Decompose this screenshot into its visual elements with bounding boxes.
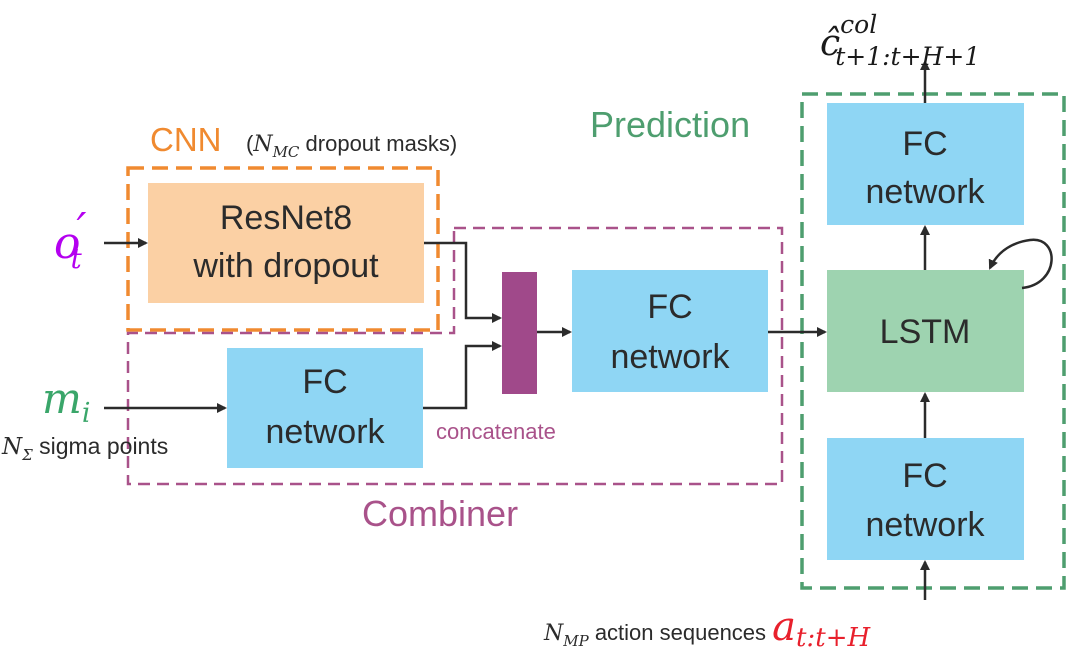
action-input-label: NMP action sequences at:t+H [543, 604, 871, 652]
cnn-title: CNN [150, 121, 222, 158]
resnet8-block [148, 183, 424, 303]
fc-output-label-line2: network [865, 173, 985, 211]
combiner-title: Combiner [362, 493, 518, 534]
fc-network-output-block [827, 103, 1024, 225]
fc-output-label-line1: FC [902, 125, 947, 163]
concatenate-bar [502, 272, 537, 394]
cnn-group-frame [126, 166, 440, 332]
resnet8-label-line1: ResNet8 [220, 199, 352, 237]
prediction-group-frame [800, 92, 1066, 590]
mi-input-label: mi [42, 374, 90, 429]
fc-network-mi-block [227, 348, 423, 468]
resnet8-label-line2: with dropout [192, 247, 379, 285]
lstm-label: LSTM [880, 313, 971, 351]
fc-combiner-label-line1: FC [647, 288, 692, 326]
fc-network-combiner-block [572, 270, 768, 392]
lstm-recurrent-loop-arrow [988, 238, 1053, 290]
arrow-resnet-to-concat [424, 241, 502, 323]
cnn-subtitle: (NMC dropout masks) [246, 131, 457, 161]
prediction-title: Prediction [590, 104, 750, 145]
fc-network-action-block [827, 438, 1024, 560]
fc-action-label-line2: network [865, 506, 985, 544]
fc-mi-label-line2: network [265, 413, 385, 451]
fc-action-label-line1: FC [902, 457, 947, 495]
combiner-group-frame [126, 226, 784, 486]
obs-input-label: o′t [54, 204, 87, 275]
fc-combiner-label-line2: network [610, 338, 730, 376]
sigma-points-label: NΣ sigma points [1, 433, 168, 464]
concatenate-label: concatenate [436, 419, 556, 444]
arrow-fc-to-concat [423, 341, 502, 410]
lstm-block [827, 270, 1024, 392]
fc-mi-label-line1: FC [302, 363, 347, 401]
